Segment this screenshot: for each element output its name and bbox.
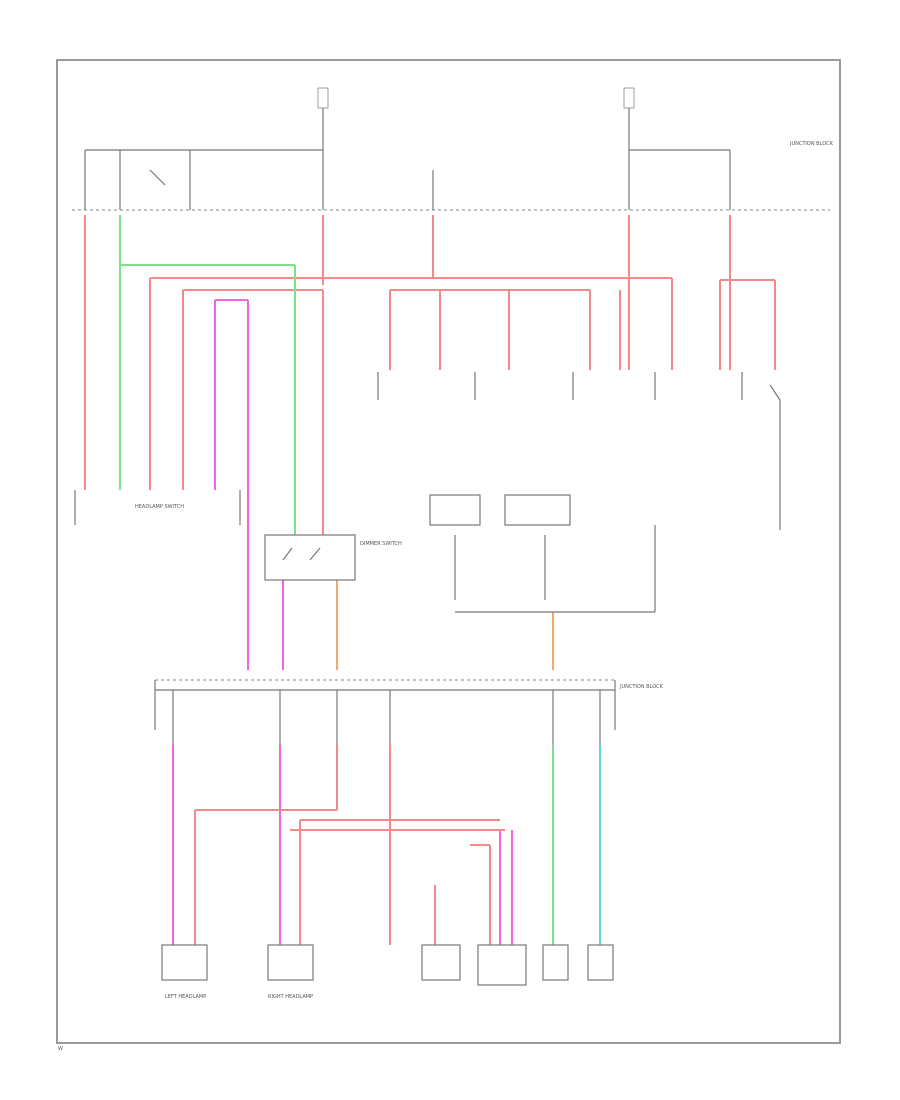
red-wiring-lower bbox=[194, 745, 505, 945]
dimmer-switch-label: DIMMER SWITCH bbox=[360, 541, 402, 547]
power-source-right bbox=[623, 87, 635, 130]
upper-components-row bbox=[377, 372, 743, 400]
left-headlamp-box bbox=[161, 944, 208, 981]
indicator-box bbox=[421, 944, 461, 981]
control-module-right bbox=[504, 494, 571, 526]
fuse-box-top-label: JUNCTION BLOCK bbox=[789, 141, 834, 147]
headlight-switch-label: HEADLAMP SWITCH bbox=[135, 504, 184, 510]
pink-wiring bbox=[172, 299, 513, 945]
control-module-left bbox=[429, 494, 481, 526]
power-source-left bbox=[317, 87, 329, 130]
green-wiring-upper bbox=[119, 215, 296, 535]
lamp-box-cyan bbox=[587, 944, 614, 981]
right-headlamp-box bbox=[267, 944, 314, 981]
dimmer-switch-box bbox=[264, 534, 356, 581]
lower-junction-block bbox=[154, 679, 616, 745]
left-headlamp-label: LEFT HEADLAMP bbox=[165, 994, 206, 1000]
right-headlamp-label: RIGHT HEADLAMP bbox=[268, 994, 313, 1000]
red-wiring-upper bbox=[84, 215, 776, 535]
upper-bus bbox=[84, 130, 731, 210]
fuse-box-bottom-label: JUNCTION BLOCK bbox=[619, 684, 664, 690]
diagram-frame bbox=[56, 59, 841, 1044]
headlight-switch-connectors bbox=[74, 490, 241, 525]
orange-wiring bbox=[336, 580, 554, 670]
cluster-box bbox=[477, 944, 527, 986]
bottom-components bbox=[161, 944, 614, 986]
right-switch bbox=[769, 384, 781, 530]
lamp-box-green bbox=[542, 944, 569, 981]
mid-junction bbox=[454, 525, 656, 613]
footer-code: W bbox=[58, 1046, 63, 1052]
